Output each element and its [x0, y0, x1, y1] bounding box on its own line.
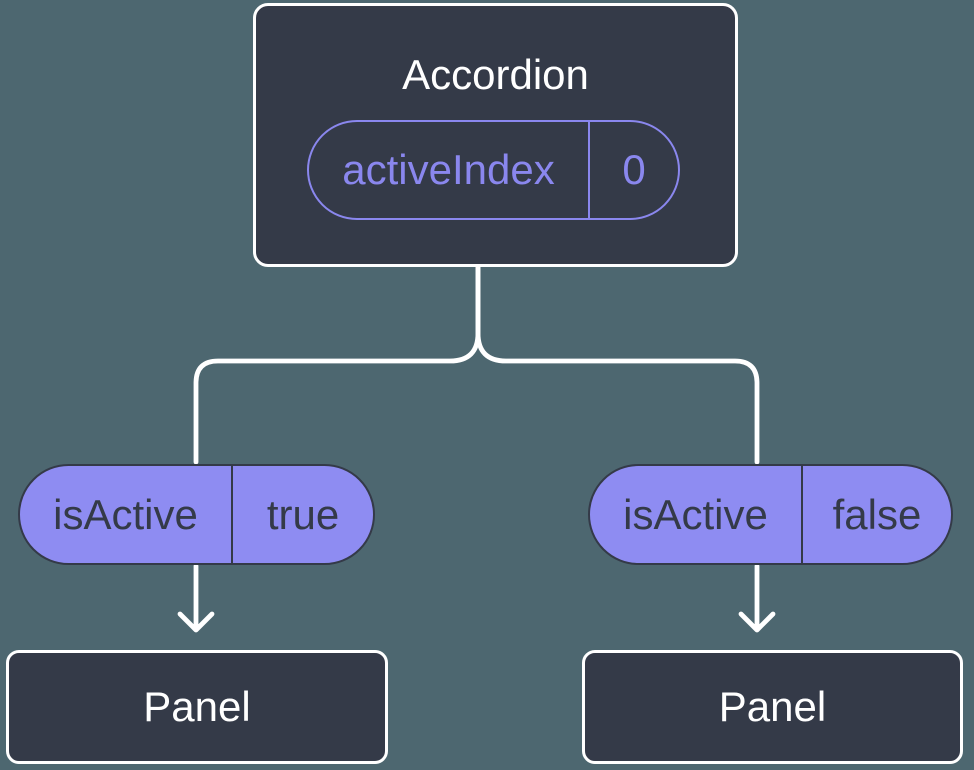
panel-label: Panel [718, 682, 827, 730]
accordion-component-node: Accordion activeIndex 0 [253, 3, 738, 267]
component-title: Accordion [402, 51, 589, 98]
arrow-down-left-icon [177, 563, 215, 633]
prop-name: isActive [20, 466, 233, 563]
prop-value: false [832, 490, 922, 538]
state-pill: activeIndex 0 [307, 120, 680, 220]
state-name: activeIndex [309, 122, 590, 218]
connector-root-to-left-pill [193, 261, 481, 465]
state-value: 0 [622, 146, 646, 193]
arrow-down-right-icon [738, 563, 776, 633]
panel-label: Panel [143, 682, 251, 730]
prop-pill-isactive-false: isActive false [588, 464, 953, 565]
prop-value: true [266, 490, 340, 538]
panel-node-left: Panel [6, 650, 388, 764]
prop-pill-isactive-true: isActive true [18, 464, 375, 565]
connector-root-to-right-pill [475, 261, 760, 465]
prop-name: isActive [590, 466, 803, 563]
panel-node-right: Panel [582, 650, 963, 764]
